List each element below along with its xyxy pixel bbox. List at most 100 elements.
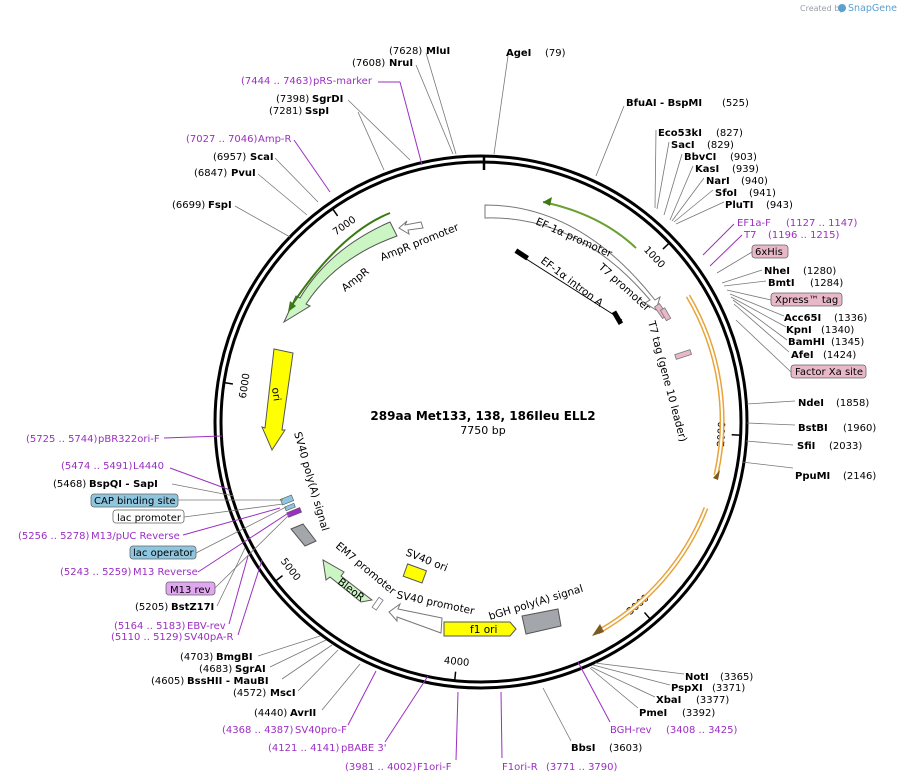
svg-text:(4440): (4440) <box>254 708 287 719</box>
site-bstz17i[interactable]: (5205) BstZ17I <box>135 547 246 613</box>
svg-text:pBR322ori-F: pBR322ori-F <box>98 434 160 445</box>
site-saci[interactable]: SacI (829) <box>656 140 734 210</box>
site-sfii[interactable]: SfiI (2033) <box>745 440 862 452</box>
site-bspqi-sapi[interactable]: (5468) BspQI - SapI <box>53 479 235 497</box>
site-pvui[interactable]: (6847) PvuI <box>194 168 308 216</box>
site-bmti[interactable]: BmtI (1284) <box>723 278 843 289</box>
site-pspxi[interactable]: PspXI (3371) <box>592 664 745 694</box>
site-fspi[interactable]: (6699) FspI <box>172 200 291 238</box>
svg-text:(4121 .. 4141): (4121 .. 4141) <box>268 743 340 754</box>
site-bfuai-bspmi[interactable]: BfuAI - BspMI (525) <box>595 98 749 177</box>
ampr-promoter-arrow[interactable] <box>398 220 424 236</box>
site-6xhis[interactable]: 6xHis <box>716 244 789 274</box>
svg-text:SfiI: SfiI <box>797 441 815 452</box>
ef1a-highlight-head <box>543 197 552 206</box>
sv40-ori-box[interactable] <box>402 563 428 584</box>
factor-xa-mark <box>674 349 693 360</box>
site-ebv-rev[interactable]: (5164 .. 5183) EBV-rev <box>114 555 249 632</box>
site-factor-xa[interactable]: Factor Xa site <box>735 319 867 379</box>
site-prs-marker[interactable]: (7444 .. 7463) pRS-marker <box>241 76 423 166</box>
svg-text:6xHis: 6xHis <box>755 247 783 258</box>
f1-ori-arrow[interactable] <box>443 621 517 637</box>
site-ndei[interactable]: NdeI (1858) <box>746 398 869 409</box>
svg-text:(940): (940) <box>741 176 768 187</box>
site-sgrdi[interactable]: (7398) SgrDI <box>276 94 411 161</box>
site-f1ori-r[interactable]: F1ori-R (3771 .. 3790) <box>500 691 618 773</box>
site-afei[interactable]: AfeI (1424) <box>733 303 856 361</box>
orf-arrow-head-2 <box>713 470 720 480</box>
svg-text:NarI: NarI <box>706 176 730 187</box>
site-avrii[interactable]: (4440) AvrII <box>254 663 361 719</box>
site-bsshii-maubi[interactable]: (4605) BssHII - MauBI <box>151 644 333 687</box>
site-t7[interactable]: T7 (1196 .. 1215) <box>709 230 840 267</box>
site-agei[interactable]: AgeI (79) <box>493 48 566 155</box>
site-xpress-tag[interactable]: Xpress™ tag <box>726 289 843 307</box>
site-lac-operator[interactable]: lac operator <box>129 506 287 560</box>
sv40-polya-box[interactable] <box>290 523 317 547</box>
svg-text:(1960): (1960) <box>843 423 876 434</box>
site-bmgbi[interactable]: (4703) BmgBI <box>180 635 321 663</box>
site-l4440[interactable]: (5474 .. 5491) L4440 <box>61 461 231 491</box>
svg-text:(5205): (5205) <box>135 602 168 613</box>
site-sv40pro-f[interactable]: (4368 .. 4387) SV40pro-F <box>222 670 377 736</box>
svg-text:PspXI: PspXI <box>671 683 703 694</box>
site-ef1a-f[interactable]: EF1a-F (1127 .. 1147) <box>702 218 858 256</box>
site-m13-puc-reverse[interactable]: (5256 .. 5278) M13/pUC Reverse <box>18 507 281 542</box>
svg-text:SspI: SspI <box>305 106 329 117</box>
t7-tag-mark <box>659 307 672 322</box>
svg-text:(4572): (4572) <box>233 688 266 699</box>
site-xbai[interactable]: XbaI (3377) <box>590 666 729 706</box>
svg-text:L4440: L4440 <box>133 461 164 472</box>
svg-text:Xpress™ tag: Xpress™ tag <box>775 295 838 306</box>
site-sfoi[interactable]: SfoI (941) <box>673 188 776 223</box>
site-scai[interactable]: (6957) ScaI <box>213 152 319 203</box>
site-kasi[interactable]: KasI (939) <box>669 164 759 221</box>
sv40-promoter-arrow[interactable] <box>388 602 443 634</box>
bleor-label: BleoR <box>335 576 366 604</box>
site-lac-promoter[interactable]: lac promoter <box>112 503 284 524</box>
svg-text:AvrII: AvrII <box>290 708 316 719</box>
site-eco53ki[interactable]: Eco53kI (827) <box>654 128 743 209</box>
ori-arrow[interactable] <box>261 348 294 452</box>
site-cap-binding[interactable]: CAP binding site <box>90 493 283 508</box>
site-mlui[interactable]: (7628) MluI <box>389 46 457 155</box>
svg-text:BbsI: BbsI <box>571 743 595 754</box>
site-nari[interactable]: NarI (940) <box>671 176 768 222</box>
svg-text:SgrDI: SgrDI <box>312 94 343 105</box>
site-noti[interactable]: NotI (3365) <box>594 662 753 683</box>
site-pbabe-3[interactable]: (4121 .. 4141) pBABE 3' <box>268 675 429 754</box>
site-kpni[interactable]: KpnI (1340) <box>730 296 854 336</box>
site-m13-rev[interactable]: M13 rev <box>165 513 291 596</box>
site-amp-r[interactable]: (7027 .. 7046) Amp-R <box>186 134 331 193</box>
site-ppumi[interactable]: PpuMI (2146) <box>741 461 876 482</box>
svg-text:BssHII - MauBI: BssHII - MauBI <box>187 676 269 687</box>
ampr-arrow[interactable] <box>282 221 398 324</box>
site-pbr322ori-f[interactable]: (5725 .. 5744) pBR322ori-F <box>26 434 223 445</box>
site-bamhi[interactable]: BamHI (1345) <box>732 299 864 348</box>
svg-text:pBABE 3': pBABE 3' <box>341 743 387 754</box>
bleor-arrow[interactable] <box>322 559 374 603</box>
ori-label: ori <box>269 387 283 402</box>
site-sv40pa-r[interactable]: (5110 .. 5129) SV40pA-R <box>111 559 263 643</box>
bgh-polya-box[interactable] <box>521 608 562 635</box>
site-prui[interactable]: (7608) NruI <box>352 58 454 155</box>
site-bstbi[interactable]: BstBI (1960) <box>746 422 876 434</box>
site-m13-reverse[interactable]: (5243 .. 5259) M13 Reverse <box>60 511 291 578</box>
site-acc65i[interactable]: Acc65I (1336) <box>729 293 867 324</box>
ef1a-promoter-arrow[interactable] <box>484 204 661 311</box>
site-bbsi[interactable]: BbsI (3603) <box>542 687 642 754</box>
site-pluti[interactable]: PluTI (943) <box>675 200 793 225</box>
tick-mark <box>454 671 457 680</box>
site-pmei[interactable]: PmeI (3392) <box>589 667 715 719</box>
site-nhei[interactable]: NheI (1280) <box>721 266 836 284</box>
site-f1ori-f[interactable]: (3981 .. 4002) F1ori-F <box>345 691 459 773</box>
svg-text:(1280): (1280) <box>803 266 836 277</box>
site-msci[interactable]: (4572) MscI <box>233 649 339 699</box>
svg-text:NdeI: NdeI <box>798 398 824 409</box>
site-bbvci[interactable]: BbvCI (903) <box>663 152 757 216</box>
site-sgrai[interactable]: (4683) SgrAI <box>199 639 327 675</box>
svg-text:(5468): (5468) <box>53 479 86 490</box>
site-sspi[interactable]: (7281) SspI <box>269 106 385 171</box>
svg-text:MscI: MscI <box>270 688 296 699</box>
site-bgh-rev[interactable]: BGH-rev (3408 .. 3425) <box>577 661 738 736</box>
